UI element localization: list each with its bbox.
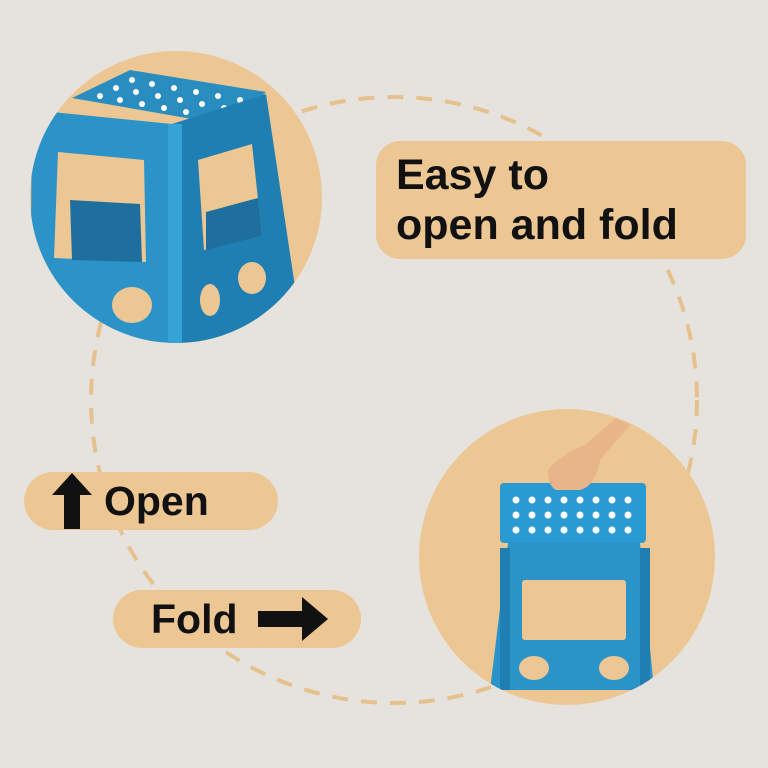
folded-stool-photo	[419, 409, 715, 705]
fold-label: Fold	[113, 590, 361, 648]
easy-to-open-and-fold-callout: Easy to open and fold	[376, 141, 746, 259]
fold-text: Fold	[151, 595, 238, 642]
arrow-up-icon	[52, 473, 92, 529]
callout-text: Easy to open and fold	[396, 150, 678, 249]
open-text: Open	[104, 477, 209, 524]
open-stool-photo	[30, 51, 322, 343]
fold-cycle-dashed-circle	[89, 95, 699, 705]
open-label: Open	[24, 472, 278, 530]
arrow-right-icon	[257, 597, 328, 641]
